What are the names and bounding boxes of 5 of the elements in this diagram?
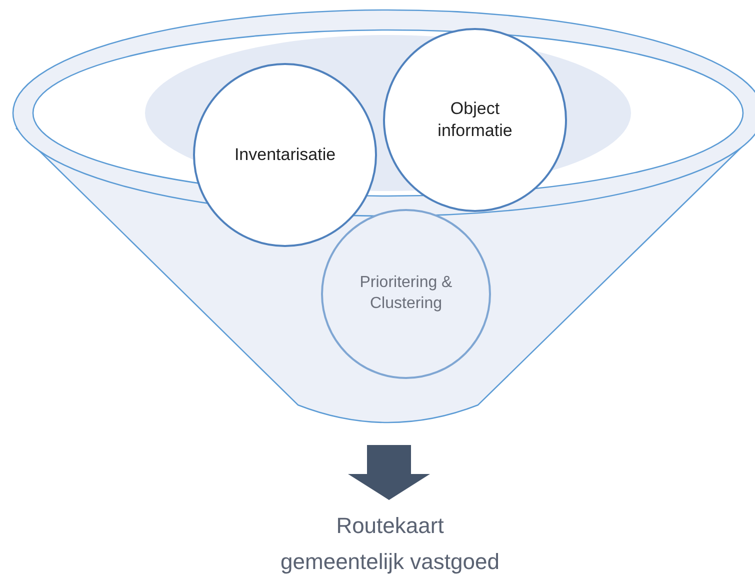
block-arrow [348,445,430,500]
circle-label: Object informatie [436,98,514,142]
result-text: Routekaart gemeentelijk vastgoed [280,512,500,576]
circle-label: Prioritering & Clustering [358,273,454,314]
circle-label: Inventarisatie [234,144,336,166]
